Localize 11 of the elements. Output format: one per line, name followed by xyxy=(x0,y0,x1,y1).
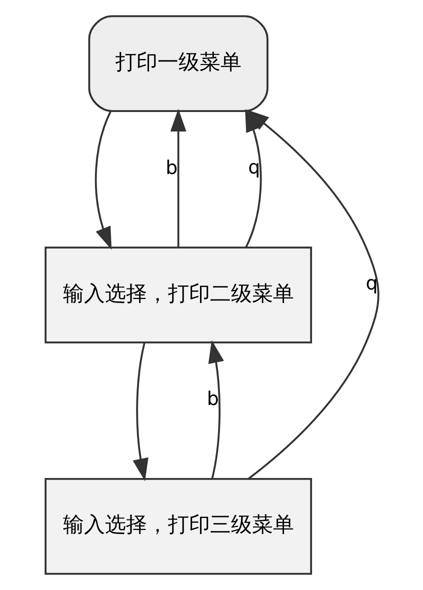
edge-label: b xyxy=(206,388,218,410)
arrow xyxy=(170,108,186,248)
edge-label: b xyxy=(165,157,178,180)
edge-label: q xyxy=(248,156,260,178)
arrow xyxy=(208,340,224,479)
node-box: 输入选择，打印三级菜单 xyxy=(44,478,312,575)
node-box: 输入选择，打印二级菜单 xyxy=(44,246,312,344)
arrow xyxy=(132,342,148,482)
node-box: 打印一级菜单 xyxy=(88,15,268,112)
arrow xyxy=(94,111,112,250)
edge-label: q xyxy=(365,272,378,294)
